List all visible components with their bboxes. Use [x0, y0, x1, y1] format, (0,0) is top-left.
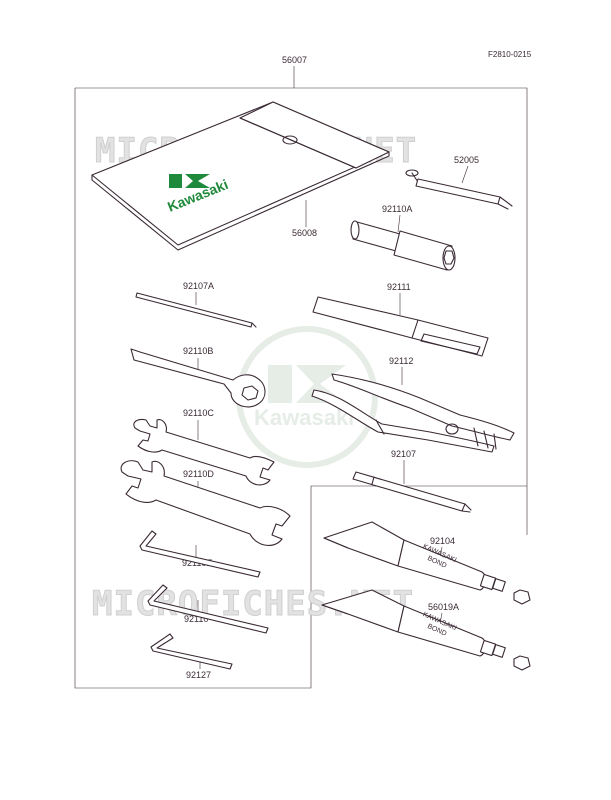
box-wrench	[130, 348, 266, 408]
open-end-wrench-d	[120, 460, 291, 546]
hex-key-110	[147, 584, 269, 634]
part-label-92110: 92110	[184, 614, 208, 624]
part-label-92107a: 92107A	[183, 281, 214, 291]
part-label-92127: 92127	[186, 670, 211, 680]
reference-code: F2810-0215	[488, 50, 532, 59]
hex-key-127	[150, 633, 233, 670]
part-label-56019a: 56019A	[428, 602, 459, 612]
tool-bag: Kawasaki	[91, 101, 390, 251]
part-label-kit: 56007	[282, 55, 307, 65]
kawasaki-bond-tube: KAWASAKI BOND	[323, 521, 531, 605]
hex-key-e	[139, 530, 261, 578]
part-label-92112: 92112	[389, 356, 413, 366]
watermark-logo-circle: Kawasaki	[236, 326, 378, 468]
part-label-52005: 52005	[454, 155, 479, 165]
screwdriver-bit	[352, 471, 472, 513]
plug-wrench-socket	[350, 220, 456, 271]
watermark-logo-text: Kawasaki	[254, 405, 354, 430]
part-label-92110d: 92110D	[183, 469, 214, 479]
part-label-92107: 92107	[391, 449, 416, 459]
part-label-92110b: 92110B	[183, 346, 213, 356]
tommy-bar	[135, 292, 257, 328]
part-label-92111: 92111	[387, 282, 411, 292]
screwdriver-grip	[312, 296, 489, 357]
part-label-92104: 92104	[430, 536, 455, 546]
part-label-bag: 56008	[292, 228, 317, 238]
part-label-92110a: 92110A	[382, 204, 412, 214]
open-end-wrench-c	[133, 418, 275, 486]
pliers	[311, 373, 515, 453]
plug-wrench-handle	[405, 169, 513, 210]
kawasaki-bond-tube-a: KAWASAKI BOND	[321, 589, 531, 671]
part-label-92110c: 92110C	[183, 408, 214, 418]
